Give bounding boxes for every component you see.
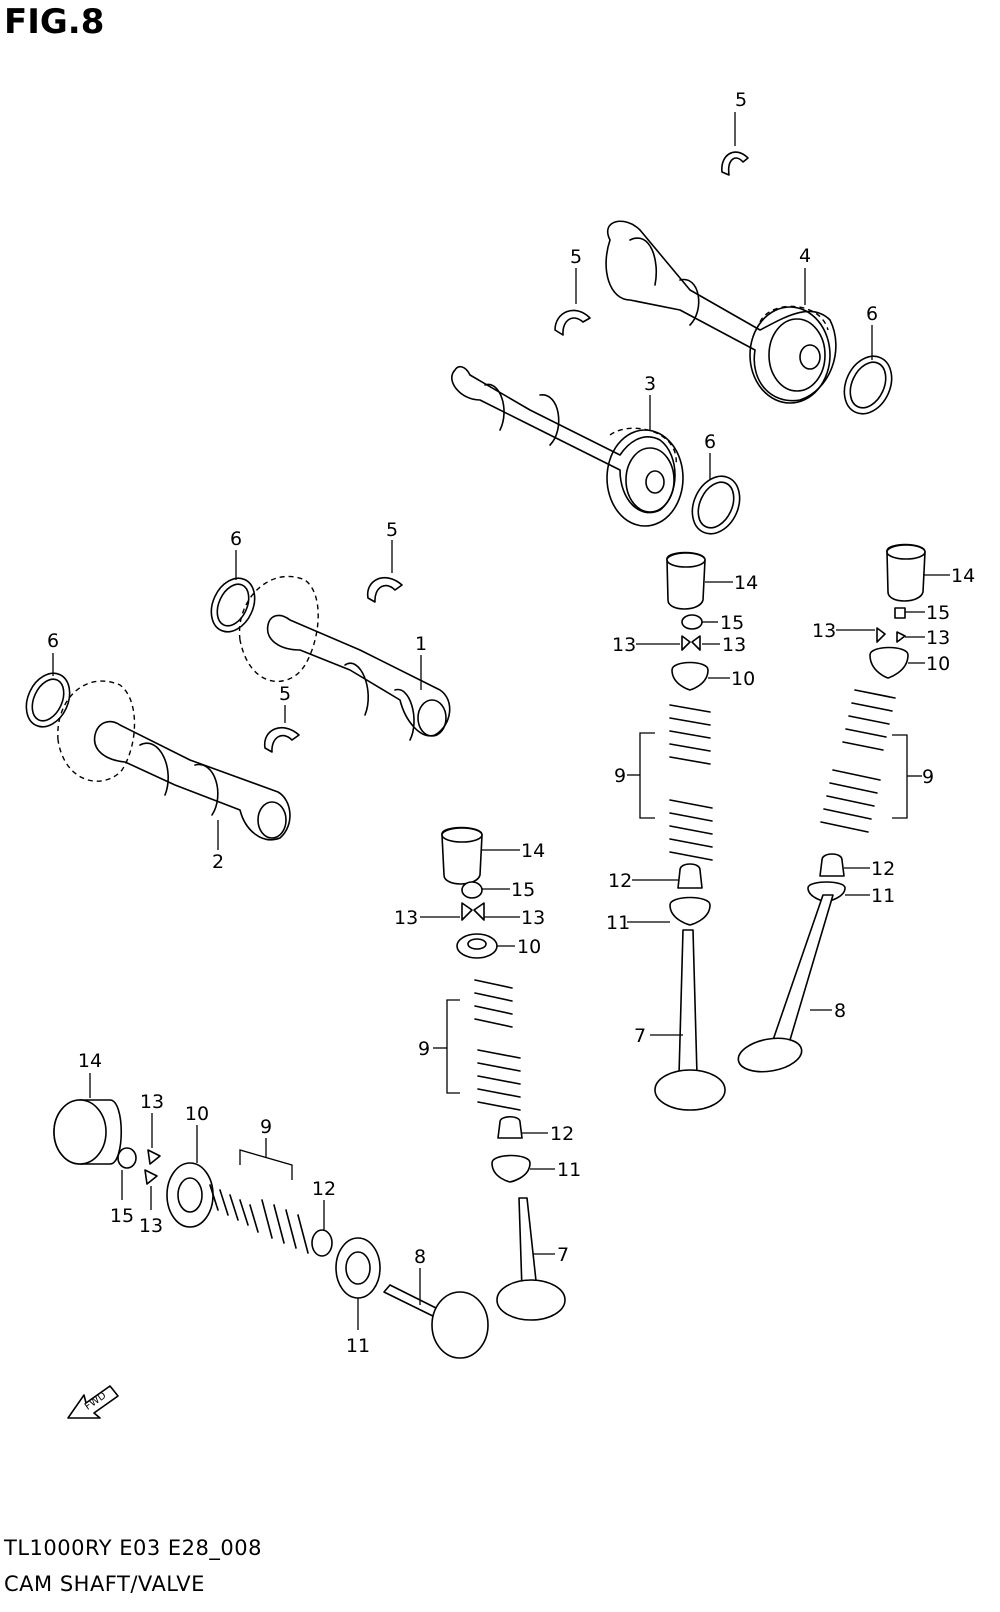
callout-13: 13 [612,634,636,656]
callout-7: 7 [557,1244,569,1266]
callout-11: 11 [557,1159,581,1181]
callout-9: 9 [922,766,934,788]
callout-9: 9 [418,1038,430,1060]
callout-5: 5 [735,89,747,111]
callout-6: 6 [47,630,59,652]
callout-14: 14 [734,572,758,594]
fwd-direction-arrow [67,1385,119,1419]
callout-6: 6 [866,303,878,325]
callout-8: 8 [834,1000,846,1022]
callout-7: 7 [634,1025,646,1047]
callout-3: 3 [644,373,656,395]
callout-10: 10 [926,653,950,675]
callout-13: 13 [140,1091,164,1113]
callout-11: 11 [606,912,630,934]
callout-12: 12 [608,870,632,892]
callout-14: 14 [521,840,545,862]
part-6-circlip-right-top [843,325,893,415]
callout-1: 1 [415,633,427,655]
callout-12: 12 [871,858,895,880]
callout-10: 10 [185,1103,209,1125]
part-2-camshaft [57,680,291,850]
model-code: TL1000RY E03 E28_008 [4,1536,262,1560]
callout-9: 9 [260,1116,272,1138]
lower-left-valve-assembly [53,1073,489,1359]
callout-15: 15 [511,879,535,901]
far-right-valve-assembly [737,543,950,1073]
callout-10: 10 [517,936,541,958]
center-valve-assembly [420,826,566,1321]
callout-12: 12 [312,1178,336,1200]
part-3-camshaft [451,365,684,527]
part-5-left-mid [367,540,403,603]
callout-14: 14 [78,1050,102,1072]
part-6-circlip-left-mid [210,550,256,633]
callout-13: 13 [139,1215,163,1237]
part-6-circlip-left [25,653,71,728]
section-title: CAM SHAFT/VALVE [4,1572,205,1596]
callout-5: 5 [386,519,398,541]
part-1-camshaft [238,575,451,741]
callout-5: 5 [570,246,582,268]
callout-15: 15 [720,612,744,634]
callout-13: 13 [926,627,950,649]
callout-13: 13 [521,907,545,929]
callout-11: 11 [346,1335,370,1357]
part-4-camshaft [605,220,837,404]
part-6-circlip-right-mid [691,453,741,535]
callout-5: 5 [279,683,291,705]
callout-15: 15 [926,602,950,624]
figure-label: FIG.8 [4,2,105,42]
callout-9: 9 [614,765,626,787]
part-5-mid-right [554,268,591,336]
callout-6: 6 [704,431,716,453]
callout-13: 13 [394,907,418,929]
callout-8: 8 [414,1246,426,1268]
callout-11: 11 [871,885,895,907]
callout-12: 12 [550,1123,574,1145]
right-valve-assembly [627,551,733,1111]
callout-13: 13 [812,620,836,642]
part-5-top [721,112,749,176]
part-5-left-low [264,705,300,753]
callout-10: 10 [731,668,755,690]
callout-14: 14 [951,565,975,587]
callout-15: 15 [110,1205,134,1227]
callout-6: 6 [230,528,242,550]
callout-4: 4 [799,245,811,267]
callout-13: 13 [722,634,746,656]
callout-2: 2 [212,851,224,873]
